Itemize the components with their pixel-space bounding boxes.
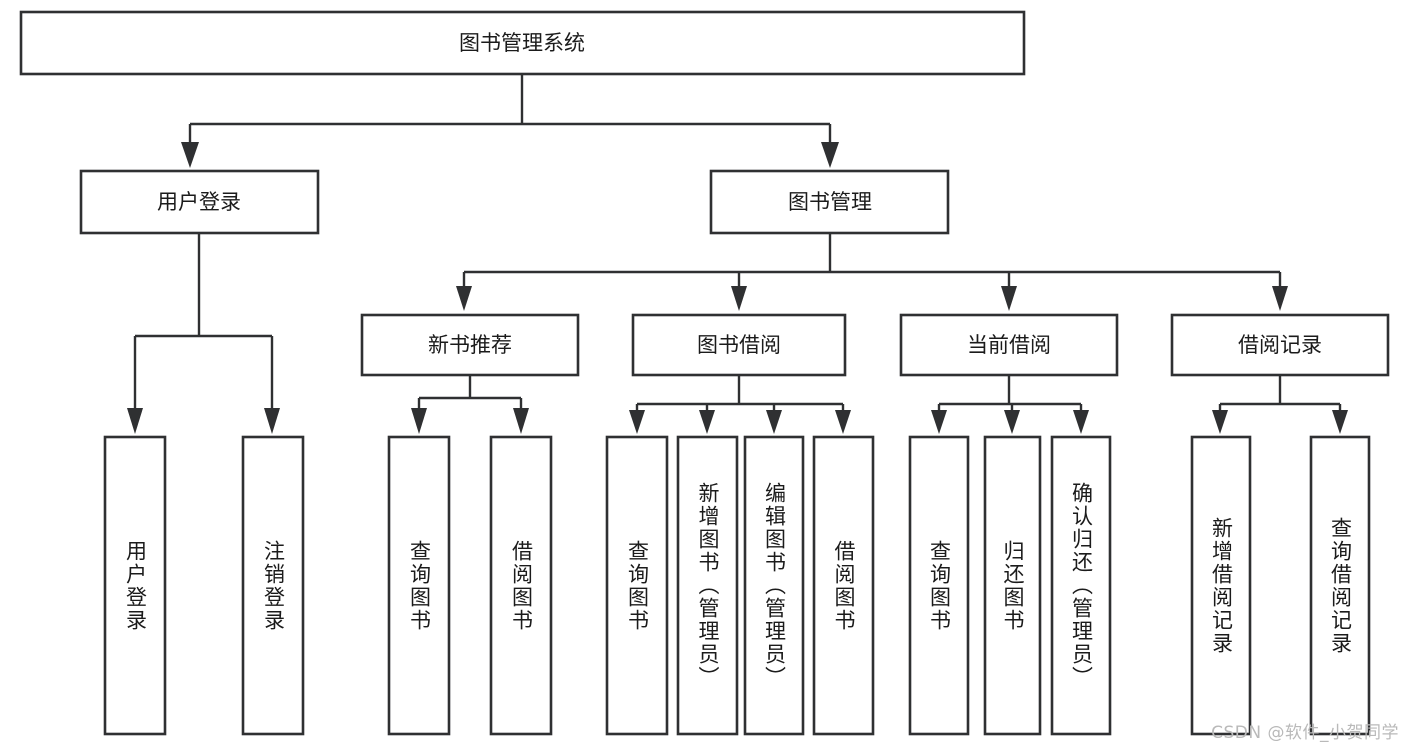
arrowhead-leaf-edit-book (766, 410, 782, 434)
connector-group-user-login (127, 233, 280, 434)
arrowhead-leaf-query-book-1 (411, 408, 427, 434)
node-root-box[interactable] (19, 10, 1026, 76)
node-book-manage-label: 图书管理 (788, 190, 872, 214)
node-user-login-label: 用户登录 (157, 190, 241, 214)
node-leaf-add-record-box[interactable] (1190, 435, 1252, 736)
node-leaf-return-book-box[interactable] (983, 435, 1042, 736)
connector-group-book-manage (456, 233, 1288, 311)
node-book-borrow-label: 图书借阅 (697, 333, 781, 357)
arrowhead-leaf-return-book (1004, 410, 1020, 434)
connector-group-root (181, 74, 839, 168)
node-leaf-query-book-3-box[interactable] (908, 435, 970, 736)
arrowhead-book-manage (821, 142, 839, 168)
node-current-borrow-label: 当前借阅 (967, 333, 1051, 357)
node-new-book-rec-label: 新书推荐 (428, 333, 512, 357)
arrowhead-leaf-borrow-book-2 (835, 410, 851, 434)
node-leaf-query-book-1-box[interactable] (387, 435, 451, 736)
arrowhead-leaf-query-book-2 (629, 410, 645, 434)
node-leaf-query-book-2-box[interactable] (605, 435, 669, 736)
node-borrow-record-label: 借阅记录 (1238, 333, 1322, 357)
node-book-manage-box[interactable] (709, 169, 950, 235)
node-root-label: 图书管理系统 (459, 31, 585, 55)
node-leaf-confirm-return-box[interactable] (1050, 435, 1112, 736)
watermark-text: CSDN @软件_小贺同学 (1211, 723, 1399, 743)
node-leaf-edit-book-box[interactable] (743, 435, 805, 736)
connector-group-new-book-rec (411, 375, 529, 434)
node-leaf-query-record-box[interactable] (1309, 435, 1371, 736)
node-leaf-borrow-book-2-box[interactable] (812, 435, 875, 736)
node-new-book-rec-box[interactable] (360, 313, 580, 377)
arrowhead-leaf-borrow-book-1 (513, 408, 529, 434)
node-leaf-user-login-box[interactable] (103, 435, 167, 736)
connector-group-book-borrow (629, 375, 851, 434)
arrowhead-leaf-user-login (127, 408, 143, 434)
arrowhead-leaf-query-book-3 (931, 410, 947, 434)
arrowhead-leaf-logout-login (264, 408, 280, 434)
node-leaf-logout-login-box[interactable] (241, 435, 305, 736)
arrowhead-borrow-record (1272, 286, 1288, 311)
arrowhead-user-login (181, 142, 199, 168)
node-leaf-add-book-box[interactable] (676, 435, 739, 736)
node-borrow-record-box[interactable] (1170, 313, 1390, 377)
arrowhead-leaf-add-book (699, 410, 715, 434)
arrowhead-leaf-add-record (1212, 410, 1228, 434)
arrowhead-current-borrow (1001, 286, 1017, 311)
node-leaf-borrow-book-1-box[interactable] (489, 435, 553, 736)
node-book-borrow-box[interactable] (631, 313, 847, 377)
connector-group-borrow-record (1212, 375, 1348, 434)
node-user-login-box[interactable] (79, 169, 320, 235)
arrowhead-leaf-confirm-return (1073, 410, 1089, 434)
arrowhead-new-book-rec (456, 286, 472, 311)
node-current-borrow-box[interactable] (899, 313, 1119, 377)
connector-group-current-borrow (931, 375, 1089, 434)
arrowhead-leaf-query-record (1332, 410, 1348, 434)
arrowhead-book-borrow (731, 286, 747, 311)
